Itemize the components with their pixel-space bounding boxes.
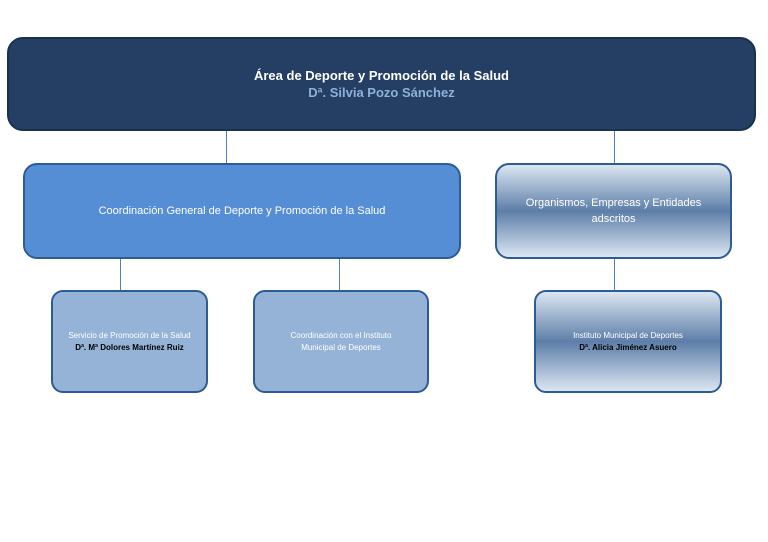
organisms-label: Organismos, Empresas y Entidades adscrit… — [525, 197, 702, 225]
connector-coordination-to-institute-coordination — [339, 259, 340, 290]
institute-person: Dª. Alicia Jiménez Asuero — [579, 342, 677, 352]
organisms-box: Organismos, Empresas y Entidades adscrit… — [495, 163, 732, 259]
connector-organisms-to-institute — [614, 259, 615, 290]
connector-top-to-organisms — [614, 131, 615, 163]
coordination-box: Coordinación General de Deporte y Promoc… — [23, 163, 461, 259]
area-head-name: Dª. Silvia Pozo Sánchez — [308, 85, 455, 100]
connector-top-to-coordination — [226, 131, 227, 163]
service-box: Servicio de Promoción de la Salud Dª. Mª… — [51, 290, 208, 393]
institute-label: Instituto Municipal de Deportes — [573, 330, 683, 340]
area-box: Área de Deporte y Promoción de la Salud … — [7, 37, 756, 131]
institute-coordination-label: Coordinación con el Instituto Municipal … — [290, 330, 392, 352]
institute-box: Instituto Municipal de Deportes Dª. Alic… — [534, 290, 722, 393]
connector-coordination-to-service — [120, 259, 121, 290]
area-title: Área de Deporte y Promoción de la Salud — [253, 68, 509, 83]
service-person: Dª. Mª Dolores Martínez Ruiz — [75, 342, 184, 352]
coordination-label: Coordinación General de Deporte y Promoc… — [98, 205, 386, 217]
service-label: Servicio de Promoción de la Salud — [68, 330, 191, 340]
institute-coordination-box: Coordinación con el Instituto Municipal … — [253, 290, 429, 393]
